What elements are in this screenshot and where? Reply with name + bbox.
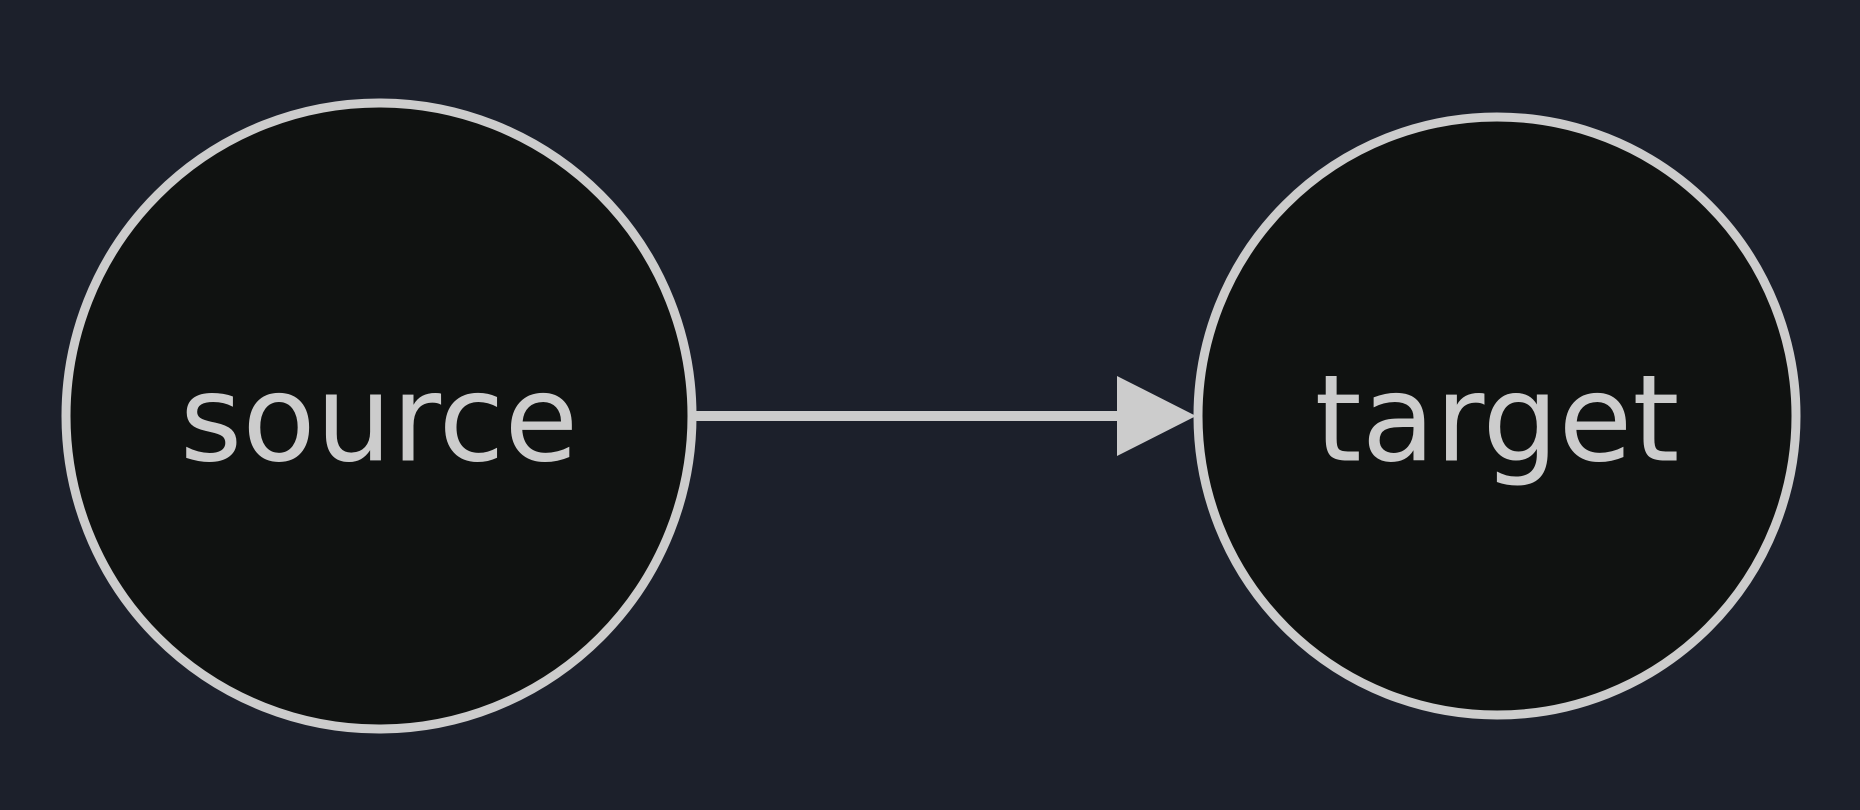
edge-source-to-target (692, 376, 1196, 456)
node-source[interactable]: source (61, 98, 697, 734)
node-source-circle (61, 98, 697, 734)
arrowhead-icon (1117, 376, 1196, 456)
node-target[interactable]: target (1193, 112, 1801, 720)
node-target-circle (1193, 112, 1801, 720)
node-source-label: source (180, 351, 579, 490)
node-target-label: target (1315, 351, 1680, 490)
